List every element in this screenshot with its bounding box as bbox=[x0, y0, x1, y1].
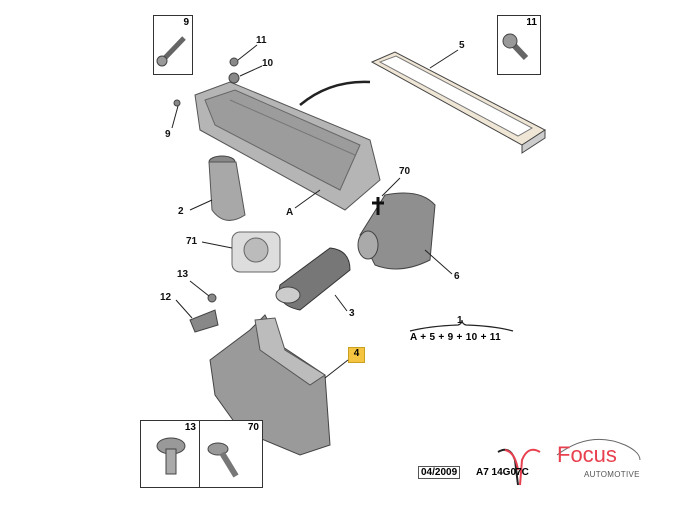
detail-box-screw-9: 9 bbox=[153, 15, 193, 75]
callout-13: 13 bbox=[177, 269, 189, 280]
leader-lines bbox=[171, 44, 459, 379]
callout-6: 6 bbox=[454, 271, 460, 282]
screw-13 bbox=[207, 293, 217, 303]
callout-9: 9 bbox=[165, 129, 171, 140]
detail-box-screw-11: 11 bbox=[497, 15, 541, 75]
intake-hose bbox=[275, 247, 351, 311]
watermark-brand: Focus bbox=[557, 442, 617, 467]
bolt-icon bbox=[502, 33, 529, 61]
callout-11: 11 bbox=[256, 35, 267, 46]
flange-bolt-icon bbox=[207, 442, 239, 478]
callout-12: 12 bbox=[160, 292, 172, 303]
watermark-sub: AUTOMOTIVE bbox=[584, 470, 640, 479]
throttle-adapter bbox=[231, 231, 281, 273]
diagram-code: A7 14G07C bbox=[476, 467, 529, 478]
assembly-formula: A + 5 + 9 + 10 + 11 bbox=[410, 332, 501, 343]
airbox-cover bbox=[194, 81, 381, 211]
callout-3: 3 bbox=[349, 308, 355, 319]
callout-13-box: 13 bbox=[184, 422, 196, 433]
screw-11 bbox=[229, 57, 239, 67]
clip-70 bbox=[372, 197, 384, 215]
bracket-12 bbox=[189, 309, 219, 333]
diagram-date: 04/2009 bbox=[418, 466, 461, 479]
bolt-icon bbox=[156, 36, 186, 67]
push-clip-icon bbox=[156, 437, 186, 475]
grommet-10 bbox=[228, 72, 240, 84]
intake-duct bbox=[208, 155, 246, 221]
callout-70-box: 70 bbox=[247, 422, 259, 433]
callout-5: 5 bbox=[459, 40, 465, 51]
detail-box-bolt-70: 70 bbox=[199, 420, 263, 488]
focus-logo-mark bbox=[497, 438, 641, 486]
callout-11-box: 11 bbox=[526, 17, 537, 28]
callout-71: 71 bbox=[186, 236, 198, 247]
callout-A: A bbox=[286, 207, 294, 218]
assembly-brace bbox=[409, 319, 514, 332]
assembly-curve bbox=[299, 80, 371, 106]
detail-box-clip-13: 13 bbox=[140, 420, 200, 488]
callout-9-box: 9 bbox=[183, 17, 189, 28]
callout-4-highlighted[interactable]: 4 bbox=[348, 347, 365, 363]
screw-9 bbox=[173, 99, 181, 107]
callout-70: 70 bbox=[399, 166, 411, 177]
air-filter-element bbox=[370, 51, 546, 154]
assembly-number: 1 bbox=[457, 315, 463, 326]
callout-10: 10 bbox=[262, 58, 274, 69]
callout-2: 2 bbox=[178, 206, 184, 217]
resonator bbox=[357, 192, 436, 270]
